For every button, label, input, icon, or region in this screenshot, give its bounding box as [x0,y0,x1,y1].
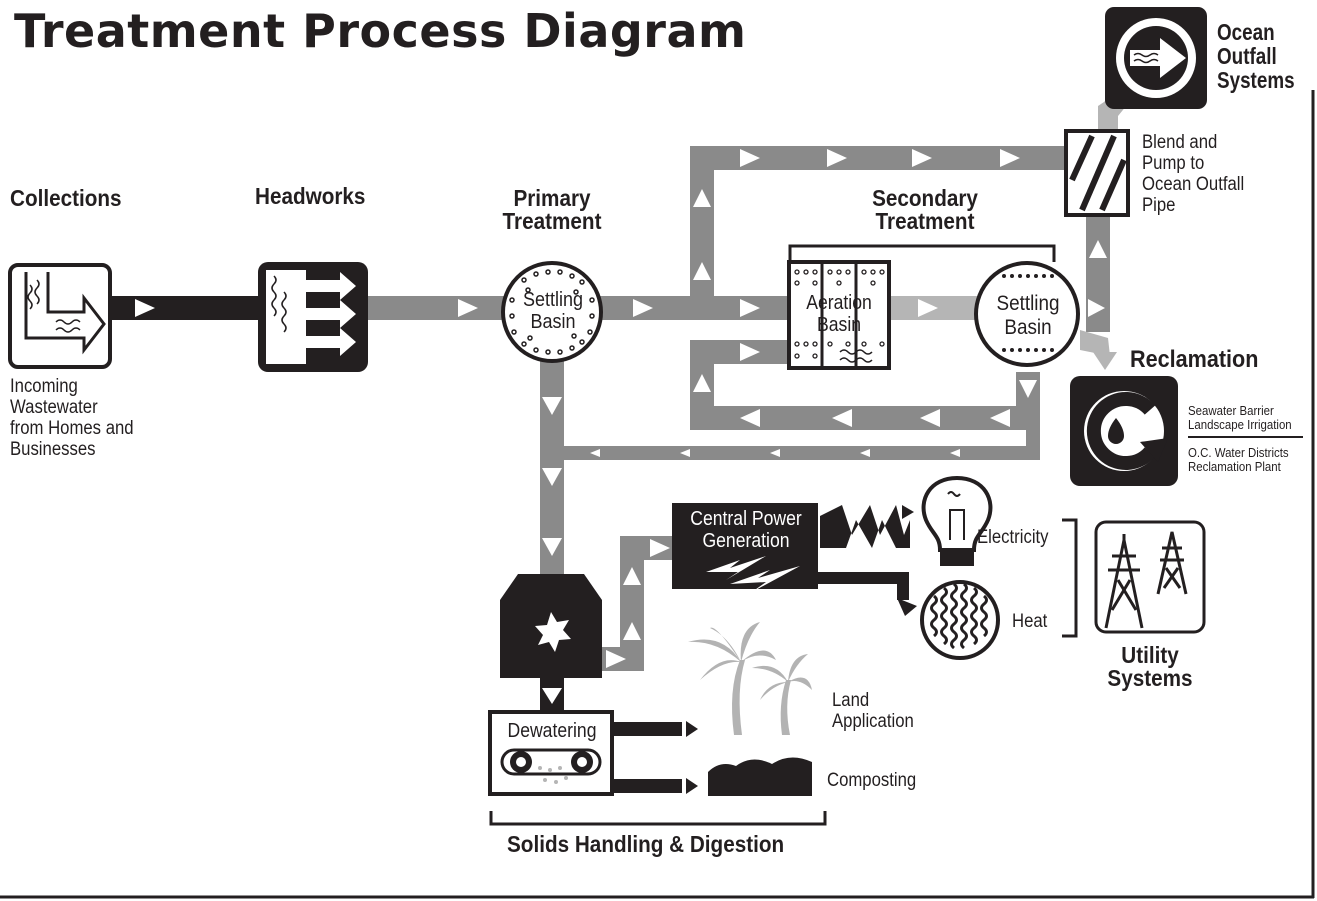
flow-arrow [990,409,1010,427]
flow-arrow [633,299,653,317]
flow-arrow [135,299,155,317]
lightning-icon [706,556,766,580]
flow-arrow [740,409,760,427]
flow-arrow [1089,240,1107,258]
utility-bracket [1062,518,1078,638]
to-reclamation-pipe [1080,330,1110,356]
flow-arrow [680,449,690,457]
transmission-tower-icon [1094,520,1206,634]
reclamation-uses-group1: Seawater Barrier Landscape Irrigation [1188,403,1292,432]
flow-arrow [918,299,938,317]
flow-arrow [606,650,626,668]
lightbulb-icon [921,475,993,566]
waste-sludge-drop [1026,420,1040,460]
dewatering-label: Dewatering [507,720,597,742]
secondary-settling-basin-icon [974,261,1080,367]
flow-arrow [832,409,852,427]
headworks-heading: Headworks [255,183,366,209]
primary-treatment-heading: Primary Treatment [502,185,602,234]
aeration-basin-label: Aeration Basin [806,292,872,336]
headworks-icon [258,262,368,372]
flow-arrow [650,539,670,557]
power-generation-box [672,503,818,592]
outfall-arrow-icon [1105,7,1207,109]
reclamation-cycle-icon [1070,376,1303,486]
flow-arrow [740,149,760,167]
palm-trees-icon [688,622,812,735]
incoming-label: Incoming Wastewater from Homes and Busin… [10,376,134,460]
dewatering-icon [488,710,614,796]
flow-arrow [770,449,780,457]
influent-pipe [110,296,262,320]
to-compost-pipe [612,779,682,793]
flow-arrow [542,688,562,704]
power-label: Central Power Generation [690,508,802,552]
reclamation-heading: Reclamation [1130,346,1259,373]
flow-arrow [542,468,562,486]
compost-pile-icon [708,757,812,796]
to-land-pipe [612,722,682,736]
flow-arrow [542,397,562,415]
to-reclamation-arrow [1093,352,1117,370]
flow-arrow [542,538,562,556]
heat-coil-icon [920,580,1000,660]
flow-arrow [458,299,478,317]
primary-settling-basin-icon [501,261,603,363]
flow-arrow [1088,299,1105,317]
flow-arrow [860,449,870,457]
composting-label: Composting [827,770,917,791]
flow-arrow [912,149,932,167]
secondary-basin-label: Settling Basin [996,292,1060,339]
utility-systems-heading: Utility Systems [1107,642,1193,691]
heat-arrow [897,598,917,616]
blend-pump-icon [1064,129,1130,217]
flow-arrow [623,567,641,585]
flow-arrow [827,149,847,167]
lightning-icon [730,566,800,592]
electricity-arrow [902,505,914,519]
aeration-basin-icon [787,260,891,370]
secondary-treatment-heading: Secondary Treatment [872,185,978,234]
flow-arrow [1000,149,1020,167]
flow-arrow [920,409,940,427]
collections-icon [8,263,112,369]
solids-bracket [489,811,827,826]
solids-handling-heading: Solids Handling & Digestion [507,831,785,857]
secondary-bracket [788,244,1056,262]
ocean-outfall-heading: Ocean Outfall Systems [1217,19,1295,93]
flow-arrow [740,343,760,361]
electricity-label: Electricity [977,527,1049,548]
collections-heading: Collections [10,185,122,211]
digester-icon [500,574,602,678]
flow-arrow [693,374,711,392]
blend-pump-label: Blend and Pump to Ocean Outfall Pipe [1142,132,1245,216]
flow-arrow [693,189,711,207]
waste-sludge-line [560,446,1040,460]
flow-arrow [590,449,600,457]
heat-label: Heat [1012,611,1048,632]
page-title: Treatment Process Diagram [14,4,747,58]
flow-arrow [1019,380,1037,398]
to-land-arrow [686,721,698,737]
flow-arrow [693,262,711,280]
heat-line [818,572,909,600]
to-compost-arrow [686,778,698,794]
primary-basin-label: Settling Basin [522,289,584,333]
reclamation-uses-group2: O.C. Water Districts Reclamation Plant [1188,445,1289,474]
bypass-riser-pipe [690,146,714,320]
flow-arrow [950,449,960,457]
flow-arrows [458,149,1107,668]
land-application-label: Land Application [832,690,914,732]
flow-arrow [740,299,760,317]
electricity-zigzag [820,505,910,548]
flow-arrow [623,622,641,640]
